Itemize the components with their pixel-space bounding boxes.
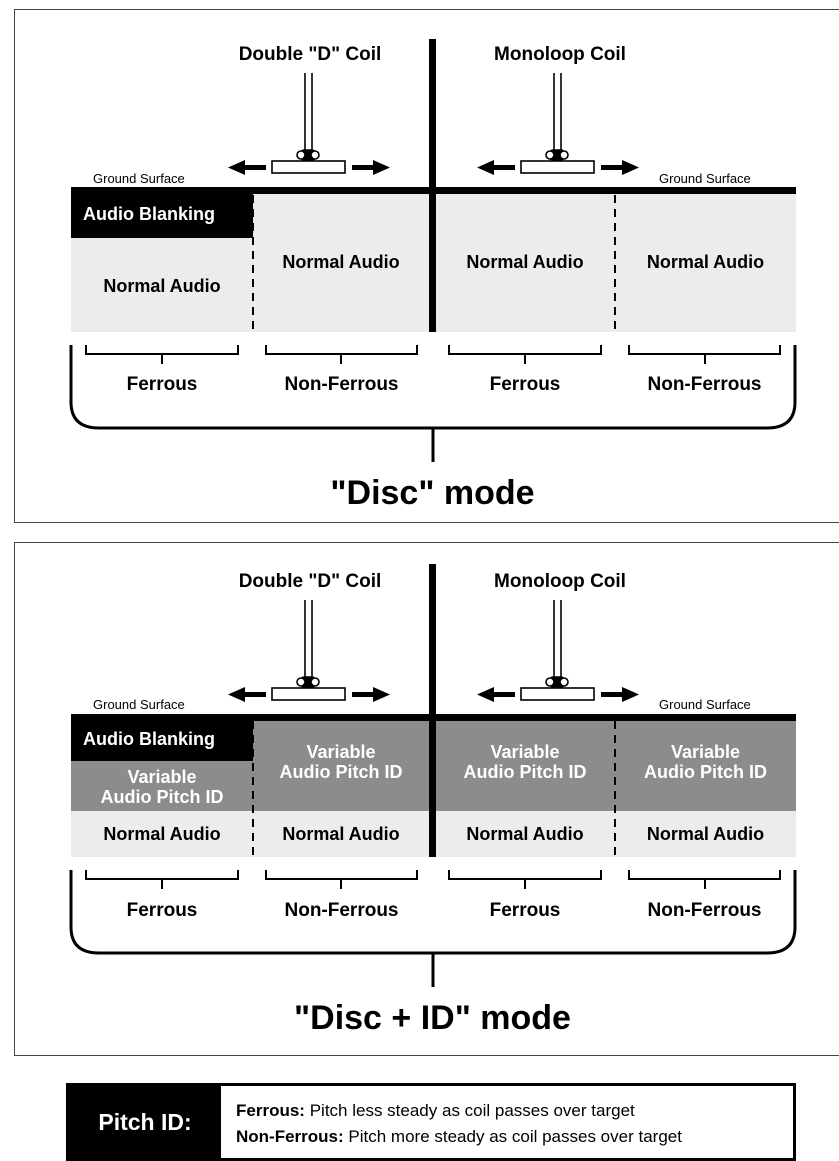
legend-nonferrous-line: Non-Ferrous: Pitch more steady as coil p… <box>236 1124 682 1150</box>
bracket-label-ferrous: Ferrous <box>489 900 561 921</box>
big-bracket <box>69 345 797 462</box>
pitch-id-legend: Pitch ID: Ferrous: Pitch less steady as … <box>66 1083 796 1161</box>
bracket-label-nonferrous: Non-Ferrous <box>647 900 762 921</box>
arrow-right-icon <box>352 687 390 702</box>
monoloop-coil-title: Monoloop Coil <box>494 571 626 592</box>
arrow-left-icon <box>477 160 515 175</box>
zone-ferrous-mono <box>435 190 615 332</box>
big-bracket <box>69 870 797 987</box>
monoloop-coil-icon <box>520 73 595 174</box>
legend-nonferrous-text: Pitch more steady as coil passes over ta… <box>348 1127 682 1146</box>
ground-surface-label-left: Ground Surface <box>93 171 185 186</box>
normal-audio-label-ferrous-dd: Normal Audio <box>103 824 221 844</box>
center-divider <box>429 564 436 857</box>
arrow-right-icon <box>352 160 390 175</box>
zone-label-nonferrous-dd: Normal Audio <box>282 252 400 272</box>
disc-id-mode-panel: Double "D" Coil Monoloop Coil Ground Sur… <box>14 542 839 1056</box>
zone-variable-ferrous-mono <box>435 719 615 811</box>
normal-audio-label-nonferrous-mono: Normal Audio <box>646 824 765 844</box>
zone-label-ferrous-dd: Normal Audio <box>103 276 221 296</box>
zone-nonferrous-dd <box>253 190 429 332</box>
legend-ferrous-line: Ferrous: Pitch less steady as coil passe… <box>236 1098 682 1124</box>
normal-audio-label-nonferrous-dd: Normal Audio <box>282 824 400 844</box>
small-brackets <box>85 345 781 364</box>
zone-nonferrous-mono <box>615 190 796 332</box>
bracket-label-nonferrous: Non-Ferrous <box>284 900 399 921</box>
bracket-label-ferrous: Ferrous <box>126 900 198 921</box>
arrow-left-icon <box>228 687 266 702</box>
mode-title: "Disc" mode <box>330 474 535 512</box>
bracket-label-nonferrous: Non-Ferrous <box>647 374 762 395</box>
legend-ferrous-text: Pitch less steady as coil passes over ta… <box>309 1101 635 1120</box>
ground-surface-label-left: Ground Surface <box>93 697 185 712</box>
dd-coil-icon <box>271 73 346 174</box>
bracket-label-ferrous: Ferrous <box>489 374 561 395</box>
zone-variable-nonferrous-mono <box>615 719 796 811</box>
dd-coil-title: Double "D" Coil <box>238 571 382 592</box>
zone-variable-ferrous-dd <box>71 761 253 811</box>
legend-body: Ferrous: Pitch less steady as coil passe… <box>236 1098 682 1150</box>
disc-id-mode-diagram <box>69 564 797 987</box>
legend-nonferrous-label: Non-Ferrous: <box>236 1127 344 1146</box>
bracket-label-ferrous: Ferrous <box>126 374 198 395</box>
ground-surface-label-right: Ground Surface <box>659 171 751 186</box>
dd-coil-icon <box>271 600 346 701</box>
disc-mode-panel: Double "D" Coil Monoloop Coil Ground Sur… <box>14 9 839 523</box>
monoloop-coil-title: Monoloop Coil <box>494 44 626 65</box>
arrow-left-icon <box>477 687 515 702</box>
zone-variable-nonferrous-dd <box>253 719 429 811</box>
monoloop-coil-icon <box>520 600 595 701</box>
disc-mode-diagram <box>69 39 797 462</box>
small-brackets <box>85 870 781 889</box>
dd-coil-title: Double "D" Coil <box>238 44 382 65</box>
mode-title: "Disc + ID" mode <box>294 999 571 1037</box>
arrow-right-icon <box>601 160 639 175</box>
center-divider <box>429 39 436 332</box>
arrow-left-icon <box>228 160 266 175</box>
audio-blanking-zone <box>71 190 253 238</box>
audio-blanking-zone <box>71 719 253 761</box>
legend-title: Pitch ID: <box>69 1086 221 1158</box>
audio-blanking-label: Audio Blanking <box>83 204 215 224</box>
normal-audio-label-ferrous-mono: Normal Audio <box>466 824 584 844</box>
audio-blanking-label: Audio Blanking <box>83 729 215 749</box>
arrow-right-icon <box>601 687 639 702</box>
zone-label-nonferrous-mono: Normal Audio <box>646 252 765 272</box>
zone-label-ferrous-mono: Normal Audio <box>466 252 584 272</box>
ground-surface-label-right: Ground Surface <box>659 697 751 712</box>
legend-ferrous-label: Ferrous: <box>236 1101 305 1120</box>
bracket-label-nonferrous: Non-Ferrous <box>284 374 399 395</box>
